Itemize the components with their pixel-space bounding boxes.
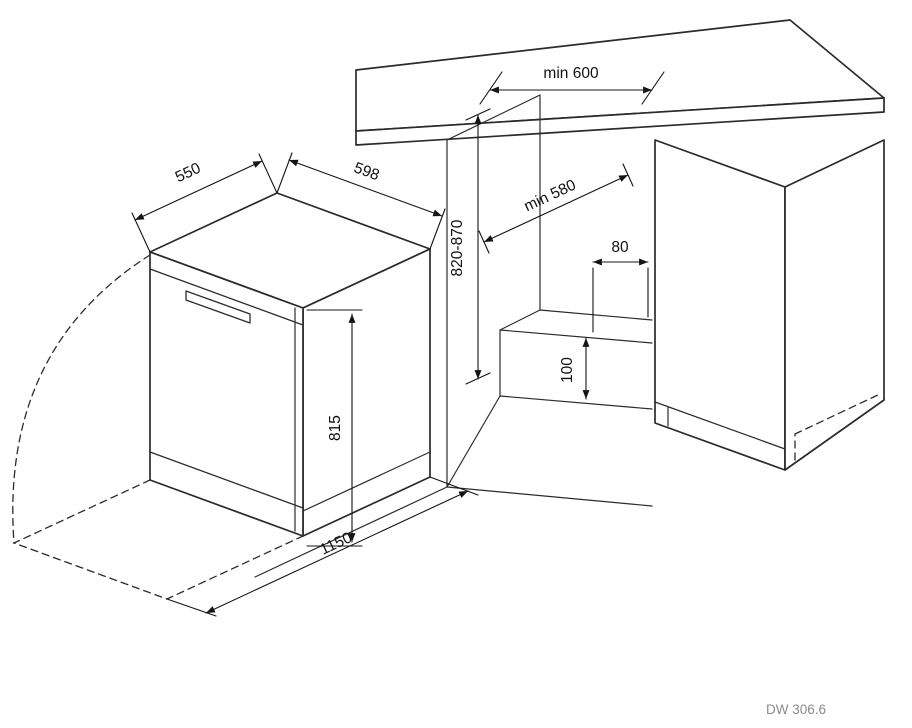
dimension-niche-depth: min 580 (478, 163, 634, 254)
dishwasher-unit (12, 192, 431, 600)
dimension-plinth-setback: 80 (592, 239, 649, 333)
dishwasher-handle (185, 290, 251, 324)
dim-580-arrow (483, 174, 629, 243)
dimension-niche-height: 820-870 (449, 108, 491, 385)
cabinet-hidden-plinth (794, 393, 881, 461)
dim-1150-label: 1150 (317, 529, 355, 559)
dim-80-label: 80 (611, 239, 629, 256)
dim-1150-arrow (205, 490, 469, 614)
dim-100-label: 100 (559, 357, 576, 383)
dim-598-label: 598 (351, 159, 381, 184)
dimension-counter-depth: min 600 (479, 65, 665, 105)
cabinet-side-face (784, 139, 885, 471)
countertop-front-edge (355, 97, 885, 146)
dim-600-label: min 600 (543, 65, 599, 82)
dim-1150-extensions (166, 476, 479, 617)
dim-820-label: 820-870 (449, 219, 466, 276)
dim-80-extensions (592, 267, 649, 333)
cabinet-front-face (654, 139, 786, 471)
cabinet-plinth-line (654, 401, 786, 450)
dimension-plinth-height: 100 (559, 337, 590, 400)
model-number-label: DW 306.6 (766, 702, 826, 717)
dim-815-label: 815 (327, 415, 344, 441)
counter-unit (254, 19, 885, 578)
dishwasher-door-lines (149, 268, 431, 532)
dim-598-arrow (288, 159, 443, 217)
dim-550-label: 550 (173, 160, 204, 186)
door-swing-arc (12, 254, 151, 544)
dim-580-label: min 580 (522, 176, 580, 215)
dim-550-arrow (134, 160, 263, 221)
